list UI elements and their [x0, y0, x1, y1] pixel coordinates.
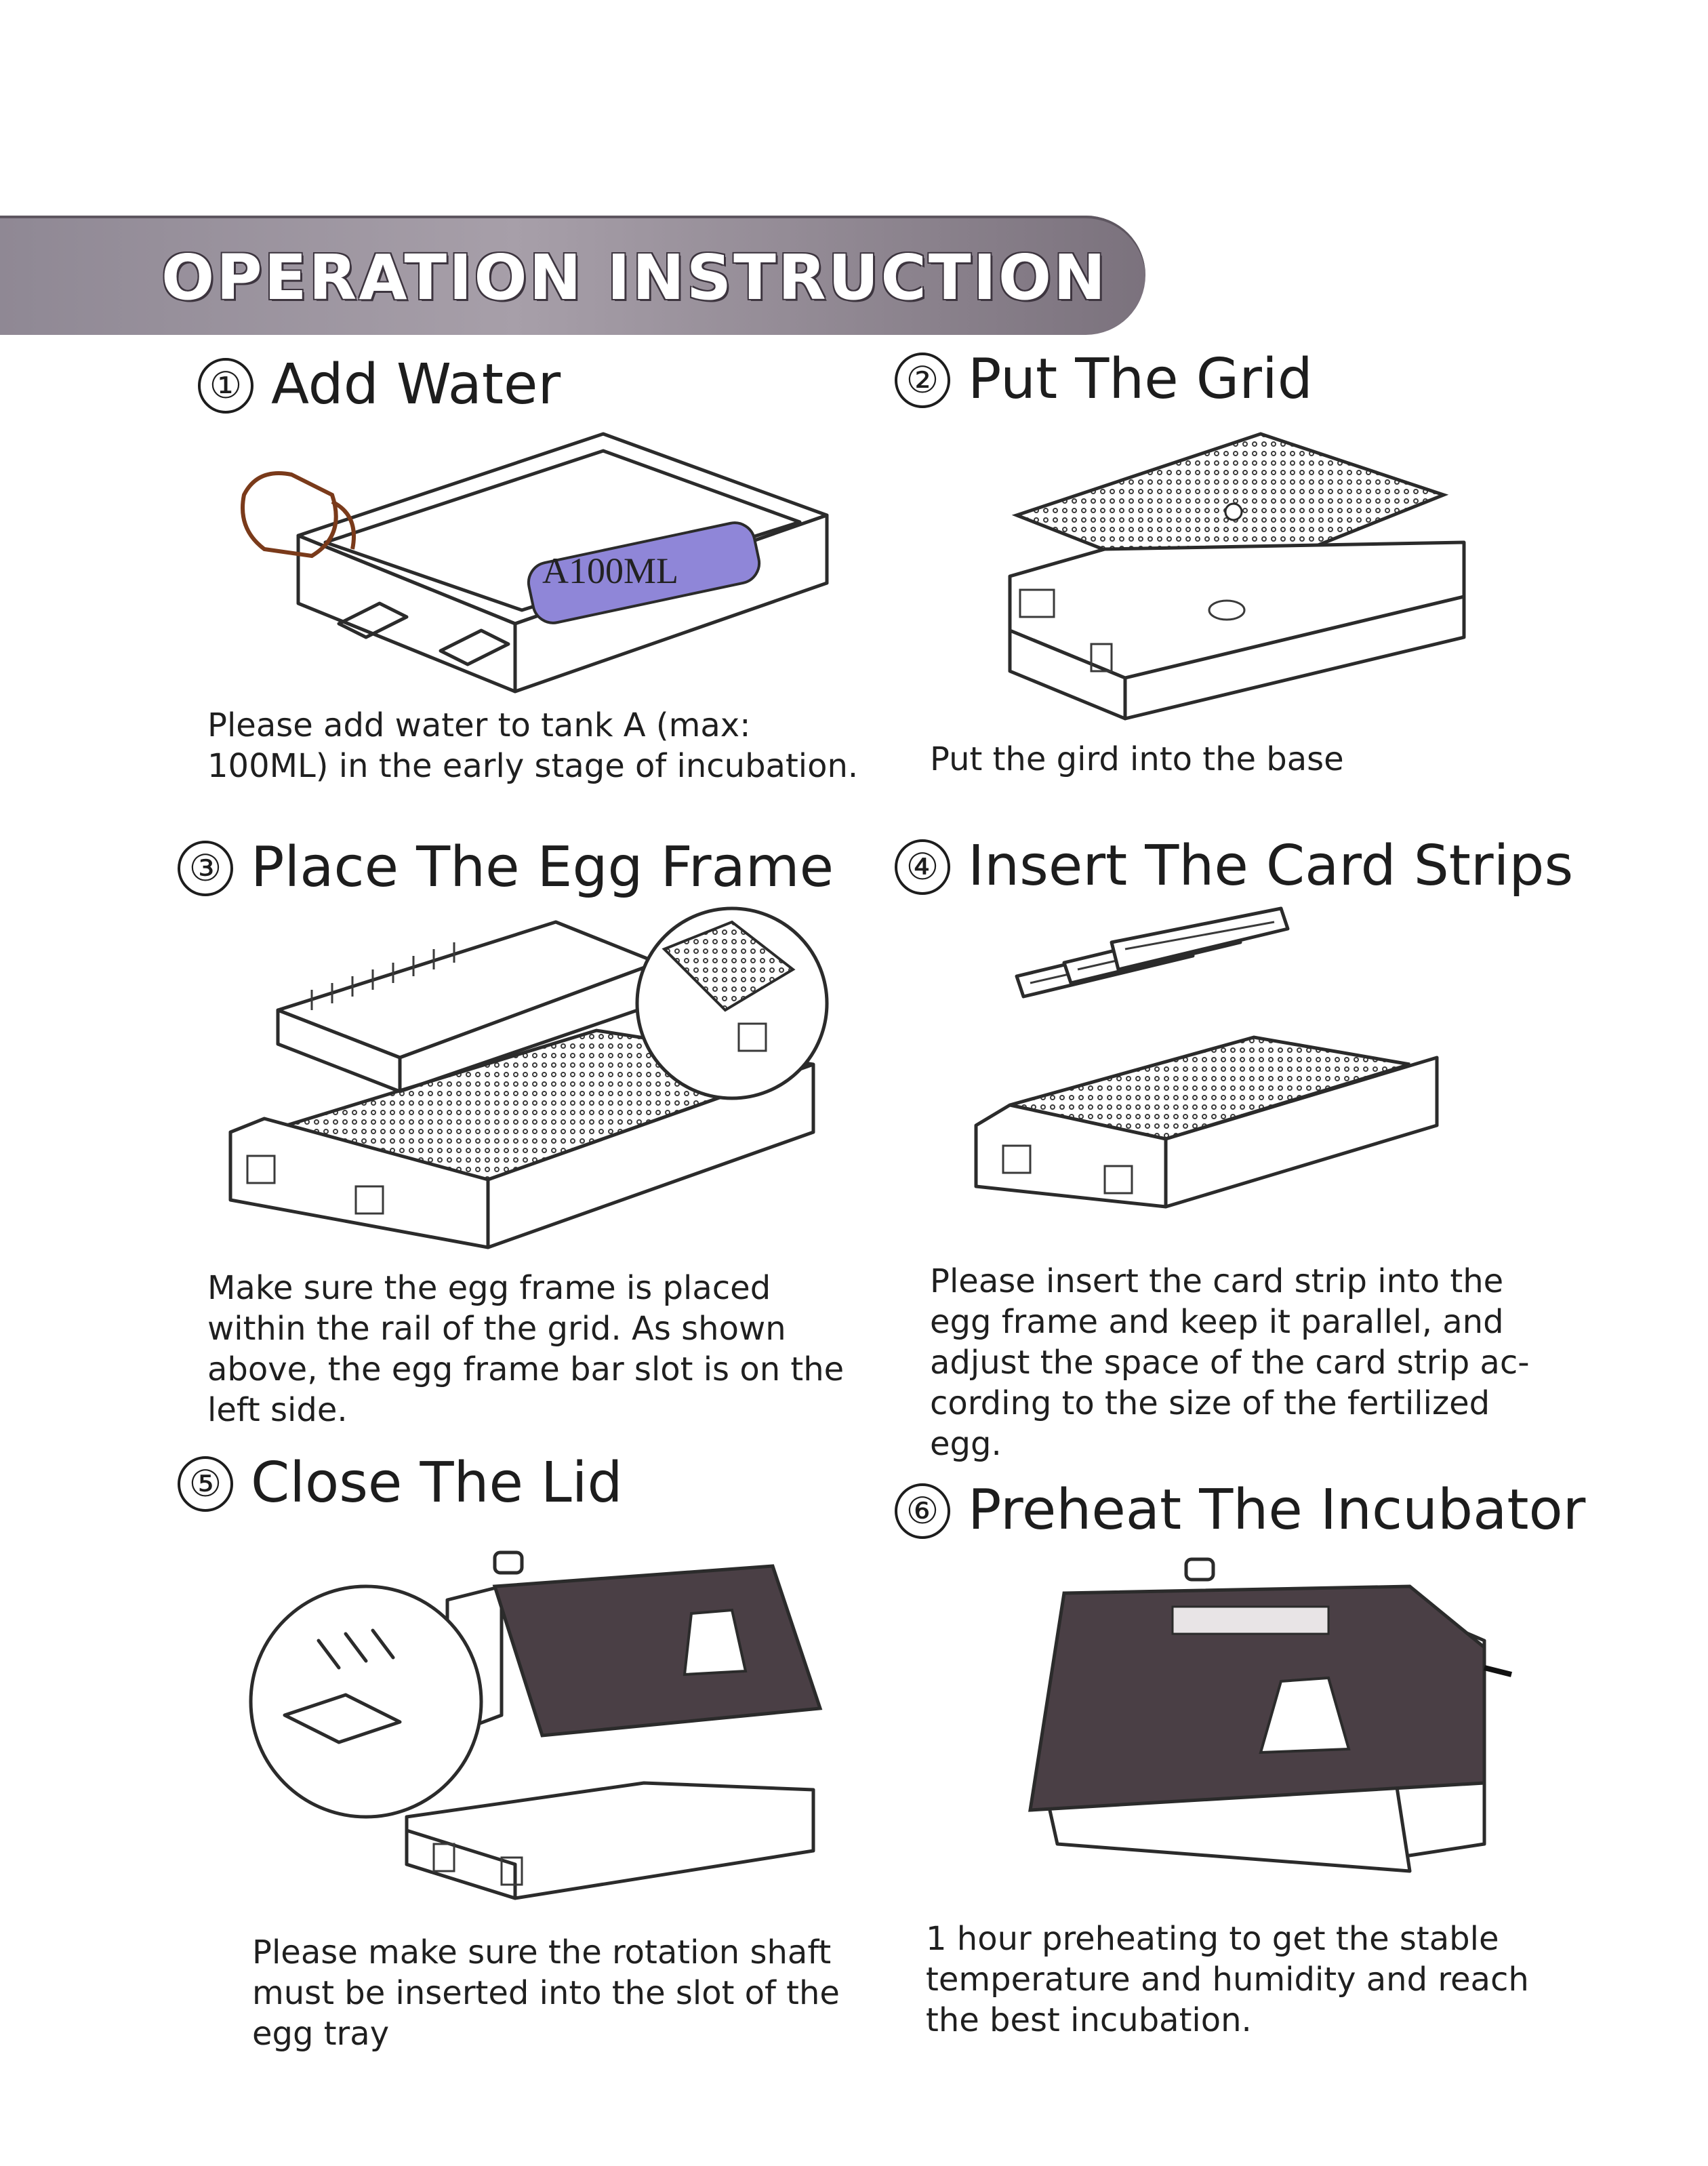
- step-1-illustration-water-base: A100ML: [224, 427, 861, 712]
- step-2-title: ② Put The Grid: [895, 347, 1313, 412]
- power-cable: [1484, 1668, 1511, 1674]
- step-4-description: Please insert the card strip into the eg…: [930, 1261, 1530, 1464]
- rotation-knob: [495, 1552, 522, 1573]
- step-1-title: ① Add Water: [198, 353, 561, 417]
- card-strip-3: [1112, 908, 1288, 969]
- step-2-illustration-grid: [1003, 420, 1471, 739]
- step-3-title-text: Place The Egg Frame: [251, 835, 834, 900]
- step-5-title-text: Close The Lid: [251, 1451, 623, 1515]
- step-1-description: Please add water to tank A (max: 100ML) …: [207, 705, 858, 786]
- step-6-number: ⑥: [895, 1483, 950, 1539]
- rotation-knob: [1186, 1559, 1213, 1580]
- page-title: OPERATION INSTRUCTION: [161, 244, 1107, 312]
- step-2-title-text: Put The Grid: [968, 347, 1313, 412]
- step-3-title: ③ Place The Egg Frame: [178, 835, 834, 900]
- step-3-illustration-egg-frame: [217, 908, 847, 1261]
- zoom-detail-circle: [251, 1586, 481, 1817]
- step-5-title: ⑤ Close The Lid: [178, 1451, 623, 1515]
- incubator-lid: [495, 1566, 820, 1736]
- step-4-number: ④: [895, 839, 950, 895]
- step-2-description: Put the gird into the base: [930, 739, 1344, 780]
- step-3-number: ③: [178, 841, 233, 896]
- step-6-title: ⑥ Preheat The Incubator: [895, 1478, 1585, 1542]
- step-1-title-text: Add Water: [271, 353, 561, 417]
- step-5-description: Please make sure the rotation shaft must…: [252, 1932, 840, 2054]
- step-6-title-text: Preheat The Incubator: [968, 1478, 1585, 1542]
- control-panel: [1173, 1607, 1328, 1634]
- step-1-number: ①: [198, 358, 253, 414]
- step-4-title: ④ Insert The Card Strips: [895, 834, 1573, 898]
- step-4-title-text: Insert The Card Strips: [968, 834, 1573, 898]
- step-5-illustration-close-lid: [244, 1539, 840, 1919]
- step-2-number: ②: [895, 353, 950, 408]
- step-3-description: Make sure the egg frame is placed within…: [207, 1268, 844, 1430]
- step-4-illustration-card-strips: [962, 922, 1450, 1241]
- step-6-illustration-preheat: [1017, 1559, 1518, 1898]
- tank-a-label: A100ML: [542, 550, 678, 591]
- step-5-number: ⑤: [178, 1456, 233, 1512]
- step-6-description: 1 hour preheating to get the stable temp…: [926, 1919, 1529, 2041]
